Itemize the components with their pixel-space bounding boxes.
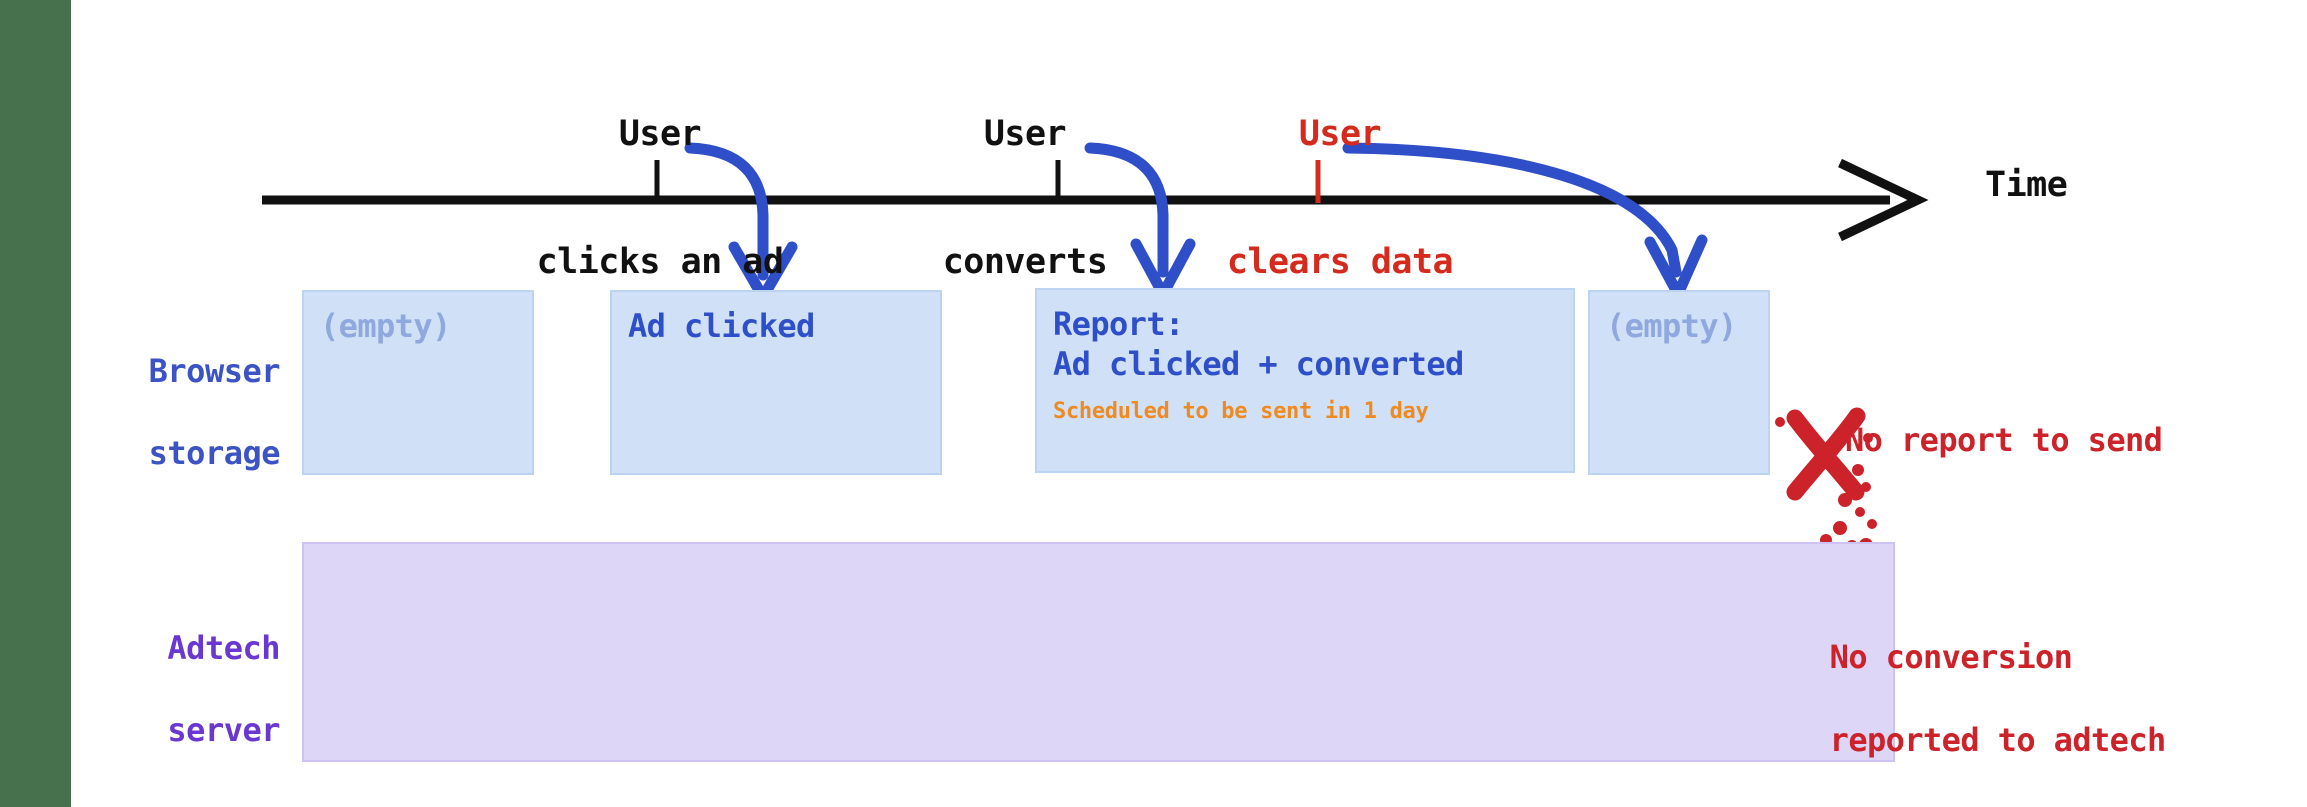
storage-box-report: Report: Ad clicked + converted Scheduled… [1035,288,1575,473]
adtech-server-line2: server [167,710,280,749]
annotation-no-conversion-reported: No conversion reported to adtech [1755,595,2167,803]
timeline-event-label-convert: User converts [870,28,1180,370]
no-conversion-line2: reported to adtech [1829,720,2167,759]
storage-box-empty-cleared: (empty) [1588,290,1770,475]
adtech-server-box [302,542,1895,762]
storage-box-empty-initial: (empty) [302,290,534,475]
storage-box-empty-cleared-text: (empty) [1606,307,1737,345]
no-conversion-line1: No conversion [1829,637,2073,676]
timeline-event-label-clear: User clears data [1175,28,1505,370]
timeline-axis-label: Time [1985,165,2068,205]
storage-box-report-title: Report: [1053,305,1184,343]
storage-box-ad-clicked-text: Ad clicked [628,307,815,345]
event-convert-line1: User [983,114,1067,155]
left-color-stripe [0,0,71,807]
storage-box-report-contents: Ad clicked + converted [1053,345,1464,384]
event-convert-line2: converts [942,242,1108,283]
browser-storage-line2: storage [148,433,281,472]
storage-box-report-schedule-note: Scheduled to be sent in 1 day [1053,398,1429,424]
annotation-no-report-to-send: No report to send [1845,421,2163,459]
event-clear-line2: clears data [1226,242,1454,283]
row-label-browser-storage: Browser storage [60,310,281,515]
event-clear-line1: User [1298,114,1382,155]
storage-box-ad-clicked: Ad clicked [610,290,942,475]
storage-box-empty-initial-text: (empty) [320,307,451,345]
adtech-server-line1: Adtech [167,628,280,667]
row-label-adtech-server: Adtech server [60,587,280,792]
timeline-event-label-click: User clicks an ad [460,28,860,370]
browser-storage-line1: Browser [148,351,281,390]
event-click-line2: clicks an ad [536,242,784,283]
event-click-line1: User [618,114,702,155]
